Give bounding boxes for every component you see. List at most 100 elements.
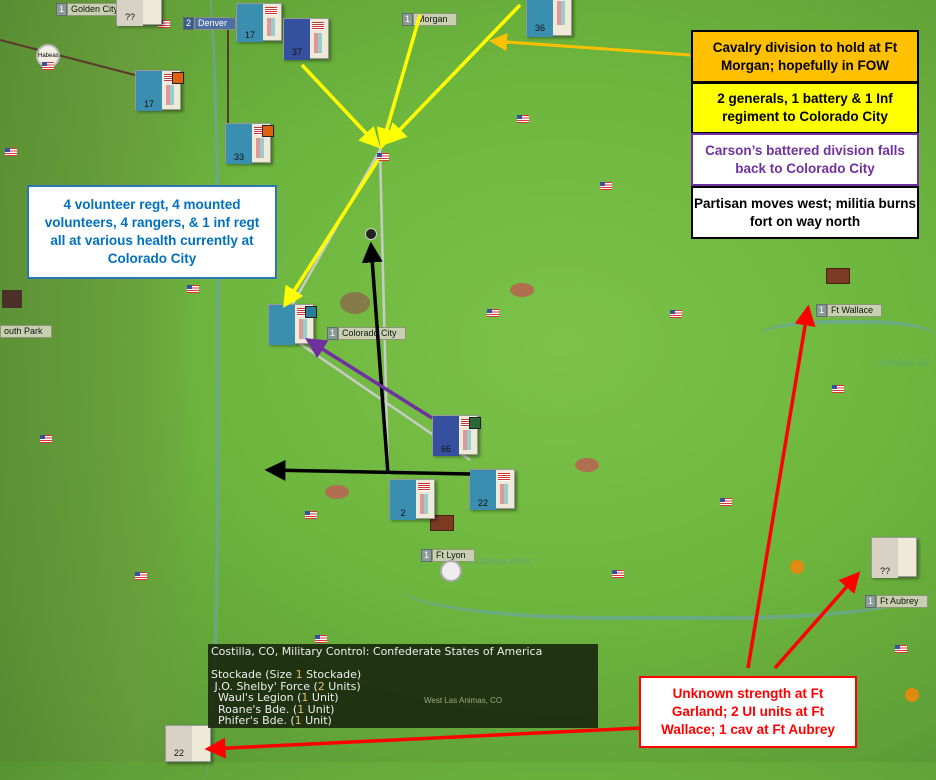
arrow-red [746,304,816,669]
unit-strength: 66 [433,416,459,456]
fire-icon [790,560,804,574]
unit-counter[interactable]: ?? [116,0,162,26]
unit-strength: 37 [284,19,310,60]
tooltip-text: Unit) [301,714,332,727]
unit-strength: 22 [166,726,192,761]
unit-stack-colorado-city[interactable] [268,304,314,345]
tooltip-row: Waul's Legion (1 Unit) [211,692,595,704]
us-flag-icon [5,148,17,156]
arrows-layer [204,3,861,759]
label-text: Denver [194,17,237,30]
cavalry-badge-icon [262,125,274,137]
annotation-red: Unknown strength at Ft Garland; 2 UI uni… [639,676,857,748]
arrow-yellow [300,63,381,149]
river-arkansas [400,540,936,620]
unit-counter[interactable]: 37 [283,18,329,60]
us-flag-icon [42,62,54,70]
unit-counter-ft-aubrey[interactable]: ?? [871,537,917,578]
map-text-arkansas: Arkansas River [470,556,532,567]
fort-icon[interactable] [430,515,454,531]
south-park-town-icon[interactable] [2,290,22,308]
arrow-yellow [283,159,380,308]
unit-strength: 36 [527,0,553,37]
tooltip-count: 1 [297,702,305,716]
arrow-red [773,571,861,670]
label-text: Morgan [413,13,457,26]
unit-strength: 17 [237,4,263,42]
label-text: outh Park [0,325,52,338]
us-flag-icon [377,153,389,161]
label-south-park[interactable]: outh Park [0,325,52,338]
tooltip-text: J.O. Shelby' Force ( [211,679,318,693]
ft-lyon-leader-icon[interactable] [440,560,462,582]
native-camp-icon [575,458,599,472]
label-size: 1 [421,549,432,562]
annotation-purple: Carson’s battered division falls back to… [691,133,919,186]
label-size: 1 [402,13,413,26]
unit-counter[interactable]: 17 [135,70,181,111]
colorado-city-town-icon[interactable] [340,292,370,314]
general-badge-icon [469,417,481,429]
unit-strength: 22 [470,470,496,510]
arrow-black [361,241,390,475]
arrow-black [264,459,471,481]
label-text: Colorado City [338,327,406,340]
unit-counter[interactable]: 22 [469,469,515,510]
tooltip-text: Unit) [308,691,339,704]
unit-strength: ?? [872,538,898,578]
unit-counter[interactable]: 36 [526,0,572,37]
tooltip-row: J.O. Shelby' Force (2 Units) [211,679,595,693]
tooltip-row: Roane's Bde. (1 Unit) [211,702,595,716]
arrow-red [204,726,641,759]
arrow-orange [489,33,691,57]
unit-counter[interactable]: 2 [389,479,435,520]
cavalry-badge-icon [172,72,184,84]
partisan-unit-icon[interactable] [365,228,377,240]
label-size: 1 [865,595,876,608]
arrow-purple [305,338,433,420]
hold-badge-icon [305,306,317,318]
unit-strength: 2 [390,480,416,520]
map-text-smokey-hill: Smokey Hi [878,355,930,369]
arrow-yellow [385,3,522,145]
tooltip-text: Units) [324,679,361,693]
region-tooltip: Costilla, CO, Military Control: Confeder… [208,644,598,728]
us-flag-icon [305,511,317,519]
tooltip-text: Unit) [304,702,335,716]
us-flag-icon [487,309,499,317]
tooltip-count: 2 [317,679,325,693]
label-text: Ft Aubrey [876,595,928,608]
map-text-west-las-animas: West Las Animas, CO [424,696,503,705]
us-flag-icon [612,570,624,578]
label-size: 1 [816,304,827,317]
tooltip-text: Phifer's Bde. ( [211,714,295,727]
unit-strength: 17 [136,71,162,111]
fort-wallace-icon[interactable] [826,268,850,284]
label-text: Golden City [67,3,128,16]
unit-counter[interactable]: 17 [236,3,282,42]
annotation-blue: 4 volunteer regt, 4 mounted volunteers, … [27,185,277,279]
us-flag-icon [40,435,52,443]
tooltip-text: Waul's Legion ( [211,691,302,704]
native-camp-icon [510,283,534,297]
us-flag-icon [670,310,682,318]
label-size: 2 [183,17,194,30]
label-size: 1 [56,3,67,16]
annotation-orange: Cavalry division to hold at Ft Morgan; h… [691,30,919,83]
tooltip-count: 1 [301,691,309,704]
tooltip-text: Stockade) [302,668,362,681]
us-flag-icon [158,20,170,28]
us-flag-icon [720,498,732,506]
river [760,320,936,360]
us-flag-icon [832,385,844,393]
annotation-yellow: 2 generals, 1 battery & 1 Inf regiment t… [691,82,919,134]
annotation-black: Partisan moves west; militia burns fort … [691,186,919,239]
tooltip-text: Stockade (Size [211,668,296,681]
us-flag-icon [600,182,612,190]
